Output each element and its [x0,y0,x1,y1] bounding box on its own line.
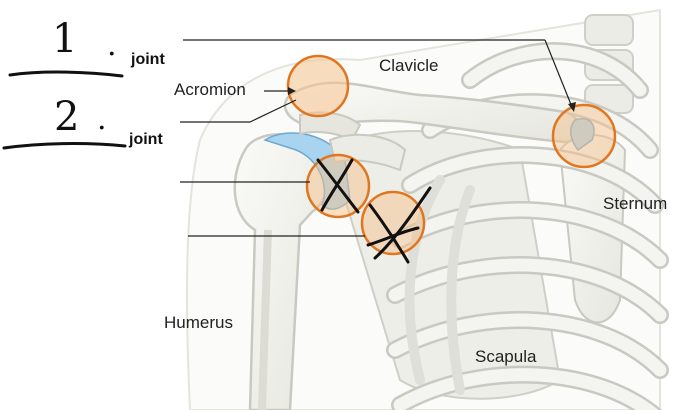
joint-label-1: joint [131,51,165,68]
clavicle-label: Clavicle [379,56,439,75]
acromion-label: Acromion [174,80,246,99]
handwritten-number-1: 1 [52,16,78,62]
cross-out-marks [316,158,432,264]
humerus-shadow [258,229,272,410]
ribs [386,42,669,410]
sternoclavicular-joint-highlight [551,103,617,169]
sternum-label: Sternum [603,194,668,213]
scapula-label: Scapula [475,347,537,366]
leader-lines [180,39,573,237]
back-ribs [404,175,475,395]
sternoclavicular-arrowhead [568,102,576,112]
handwritten-number-2: 2 [54,94,80,140]
acromion-arrowhead [288,87,296,95]
scapulothoracic-joint-highlight [360,190,426,256]
joint-label-2: joint [129,131,163,148]
handwritten-dot-2: . [97,102,107,137]
handwritten-dot-1: . [107,28,117,63]
humerus-label: Humerus [164,313,233,332]
handwriting-strokes [2,70,127,150]
acromioclavicular-joint-highlight [286,54,350,118]
